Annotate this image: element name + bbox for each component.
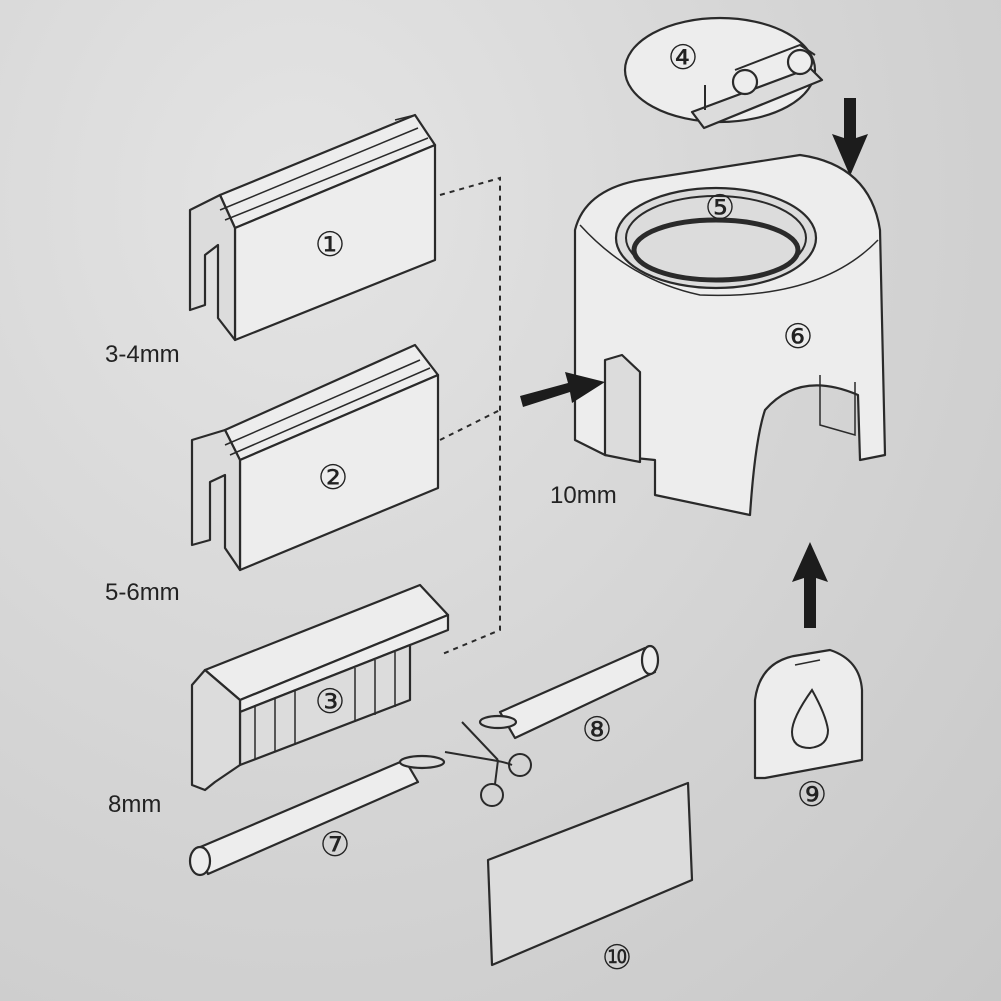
size-label-3: 8mm	[108, 791, 161, 818]
arrow-icon-right	[520, 372, 605, 407]
label-part-4: ④	[668, 38, 698, 78]
dashed-connector	[439, 176, 501, 656]
body-part-6	[573, 153, 887, 517]
clip-part-1	[188, 113, 437, 342]
label-part-1: ①	[315, 225, 345, 265]
water-drop-icon	[790, 688, 830, 750]
clip-part-2	[190, 343, 440, 572]
label-part-6: ⑥	[783, 317, 813, 357]
size-label-1: 3-4mm	[105, 341, 180, 368]
size-label-6: 10mm	[550, 482, 617, 509]
label-part-8: ⑧	[582, 710, 612, 750]
label-part-9: ⑨	[797, 775, 827, 815]
pad-part-10	[486, 781, 694, 967]
clip-part-3	[190, 583, 450, 792]
cover-part-9	[753, 648, 864, 780]
size-label-2: 5-6mm	[105, 579, 180, 606]
arrow-icon-down	[832, 98, 868, 176]
tube-part-7	[188, 754, 446, 877]
arrow-icon-up	[792, 542, 828, 628]
lid-part-4	[623, 16, 824, 130]
label-part-10: ⑩	[602, 938, 632, 978]
label-part-7: ⑦	[320, 825, 350, 865]
label-part-3: ③	[315, 682, 345, 722]
label-part-5: ⑤	[705, 188, 735, 228]
scissors-icon	[444, 721, 532, 807]
label-part-2: ②	[318, 458, 348, 498]
tube-part-8	[478, 644, 660, 740]
